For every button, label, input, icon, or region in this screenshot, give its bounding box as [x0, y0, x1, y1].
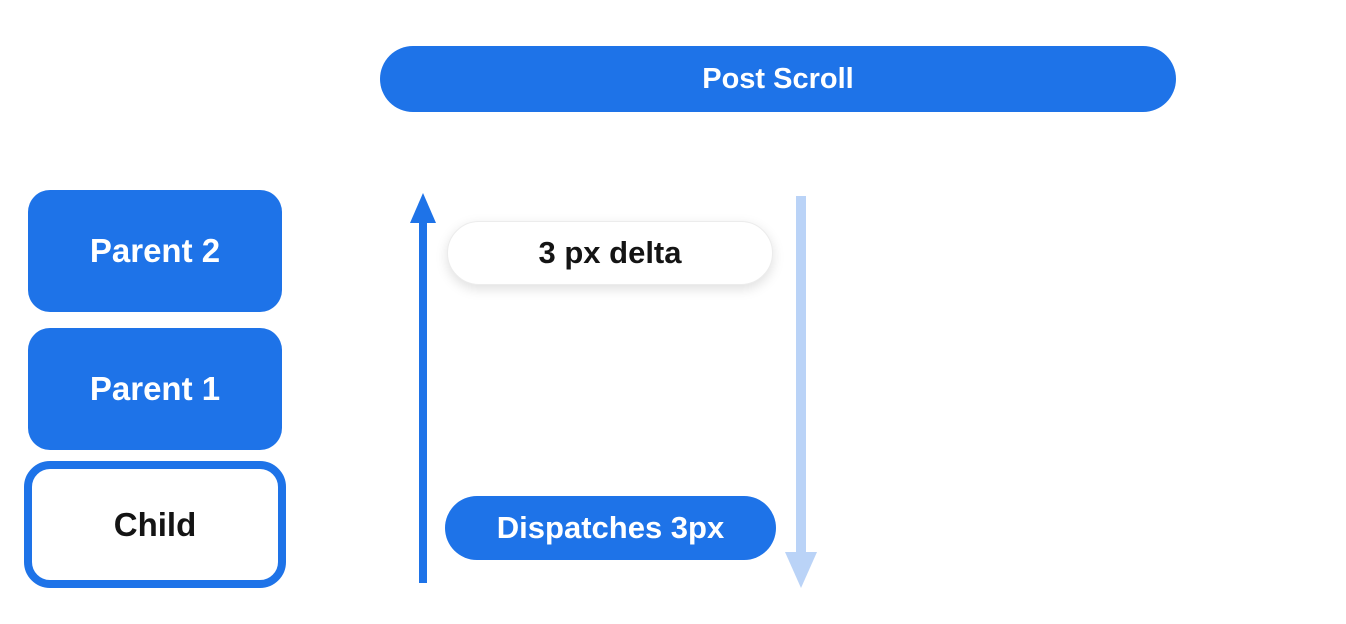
dispatch-annotation-pill: Dispatches 3px: [445, 496, 776, 560]
scroll-down-arrow-head: [785, 552, 817, 588]
delta-annotation-pill: 3 px delta: [447, 221, 773, 285]
scroll-up-arrow-shaft: [419, 217, 427, 583]
delta-annotation-label: 3 px delta: [538, 235, 682, 270]
parent-2-box: Parent 2: [28, 190, 282, 312]
parent-1-label: Parent 1: [89, 370, 221, 407]
scroll-up-arrow-head: [410, 193, 436, 223]
parent-2-label: Parent 2: [89, 232, 221, 269]
scroll-up-arrow-icon: [410, 193, 436, 583]
scroll-down-arrow-icon: [785, 196, 817, 588]
child-label: Child: [113, 505, 197, 543]
parent-1-box: Parent 1: [28, 328, 282, 450]
dispatch-annotation-label: Dispatches 3px: [496, 510, 725, 545]
scroll-down-arrow-shaft: [796, 196, 806, 554]
post-scroll-header: Post Scroll: [380, 46, 1176, 112]
child-box: Child: [24, 461, 286, 588]
post-scroll-header-label: Post Scroll: [702, 62, 854, 95]
